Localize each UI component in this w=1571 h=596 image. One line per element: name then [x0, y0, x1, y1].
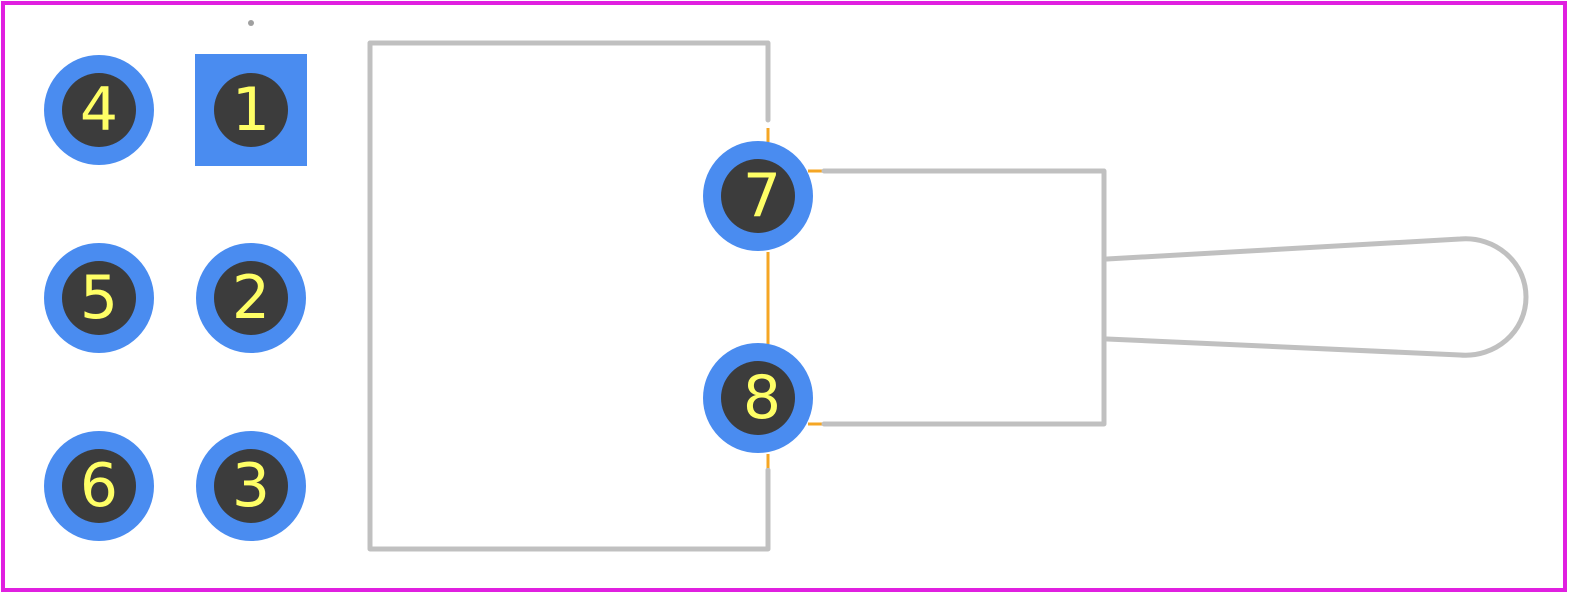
pad-2-drill [214, 261, 288, 335]
pad-4[interactable]: 4 [44, 55, 154, 165]
pad-2-label: 2 [232, 263, 270, 333]
pad-4-drill [62, 73, 136, 147]
pin1-marker-dot [248, 20, 254, 26]
pad-7-drill [721, 159, 795, 233]
toggle-lever-outline [1104, 236, 1529, 358]
pad-3[interactable]: 3 [196, 431, 306, 541]
switch-body-outline [367, 40, 771, 552]
pad-6[interactable]: 6 [44, 431, 154, 541]
pad-5[interactable]: 5 [44, 243, 154, 353]
pad-3-drill [214, 449, 288, 523]
pad-7[interactable]: 7 [703, 141, 813, 251]
pad-6-drill [62, 449, 136, 523]
pad-7-label: 7 [743, 161, 781, 231]
pad-5-drill [62, 261, 136, 335]
bushing-outline [821, 168, 1107, 427]
pad-1-drill [214, 73, 288, 147]
pad-8-label: 8 [743, 363, 781, 433]
pad-6-label: 6 [80, 451, 118, 521]
pad-4-label: 4 [80, 75, 118, 145]
pad-8-drill [721, 361, 795, 435]
pad-8[interactable]: 8 [703, 343, 813, 453]
pad-5-label: 5 [80, 263, 118, 333]
pad-1[interactable]: 1 [195, 54, 307, 166]
pad-2[interactable]: 2 [196, 243, 306, 353]
pad-1-label: 1 [232, 75, 270, 145]
pad-3-label: 3 [232, 451, 270, 521]
